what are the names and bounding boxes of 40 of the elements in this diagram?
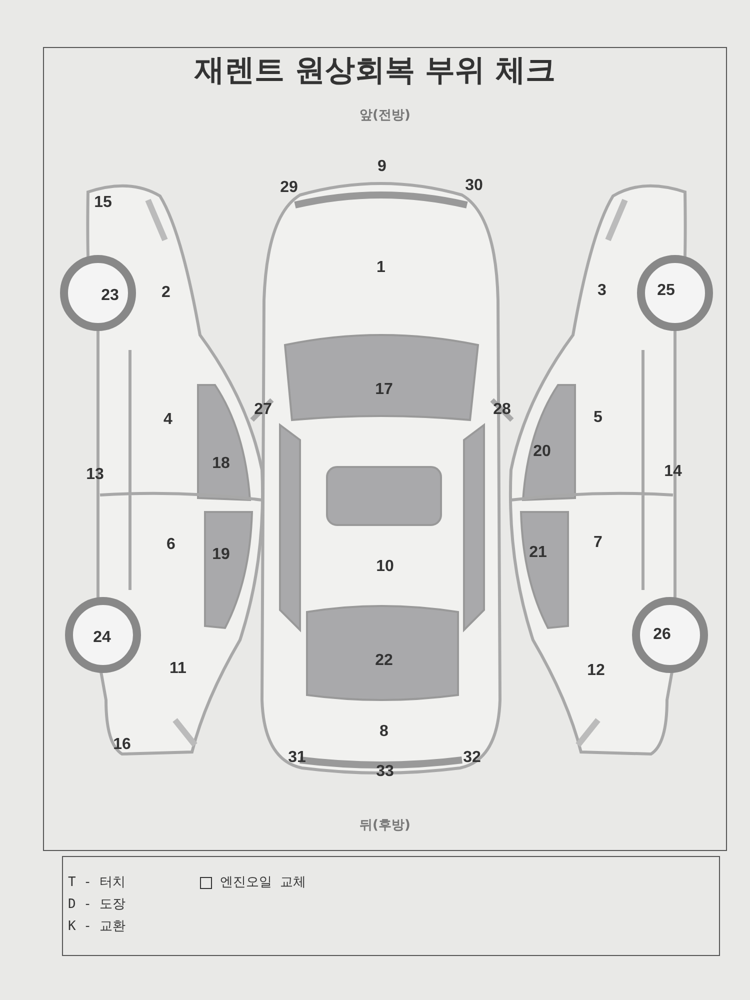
part-number: 15 xyxy=(94,194,112,212)
part-number: 17 xyxy=(375,381,393,399)
part-number: 32 xyxy=(463,749,481,767)
checkbox-label: 엔진오일 교체 xyxy=(220,874,306,891)
part-number: 28 xyxy=(493,401,511,419)
part-number: 2 xyxy=(162,284,170,302)
legend-text: T - 터치 xyxy=(68,874,126,891)
legend-text: D - 도장 xyxy=(68,896,126,913)
part-number: 9 xyxy=(378,158,386,176)
legend-text: K - 교환 xyxy=(68,918,126,935)
part-number: 12 xyxy=(587,662,605,680)
part-number: 33 xyxy=(376,763,394,781)
part-number: 13 xyxy=(86,466,104,484)
part-number: 16 xyxy=(113,736,131,754)
part-number: 8 xyxy=(380,723,388,741)
title: 재렌트 원상회복 부위 체크 xyxy=(193,52,557,90)
part-number: 10 xyxy=(376,558,394,576)
part-number: 23 xyxy=(101,287,119,305)
part-number: 1 xyxy=(376,259,386,277)
part-number: 29 xyxy=(280,179,298,197)
part-number: 22 xyxy=(375,652,393,670)
part-number: 20 xyxy=(533,443,551,461)
part-number: 14 xyxy=(664,463,682,481)
part-number: 31 xyxy=(288,749,306,767)
part-number: 25 xyxy=(657,282,675,300)
part-number: 4 xyxy=(164,411,172,429)
part-number: 18 xyxy=(212,455,230,473)
part-number: 21 xyxy=(529,544,547,562)
part-number: 7 xyxy=(594,534,602,552)
direction-label: 앞(전방) xyxy=(360,107,410,124)
direction-label: 뒤(후방) xyxy=(360,817,410,834)
part-number: 11 xyxy=(170,660,186,678)
part-number: 5 xyxy=(594,409,602,427)
part-number: 19 xyxy=(212,546,230,564)
part-number: 26 xyxy=(653,626,671,644)
part-number: 6 xyxy=(166,536,176,554)
part-number: 30 xyxy=(465,177,483,195)
part-number: 3 xyxy=(598,282,606,300)
part-number: 27 xyxy=(254,401,272,419)
part-number: 24 xyxy=(93,629,111,647)
